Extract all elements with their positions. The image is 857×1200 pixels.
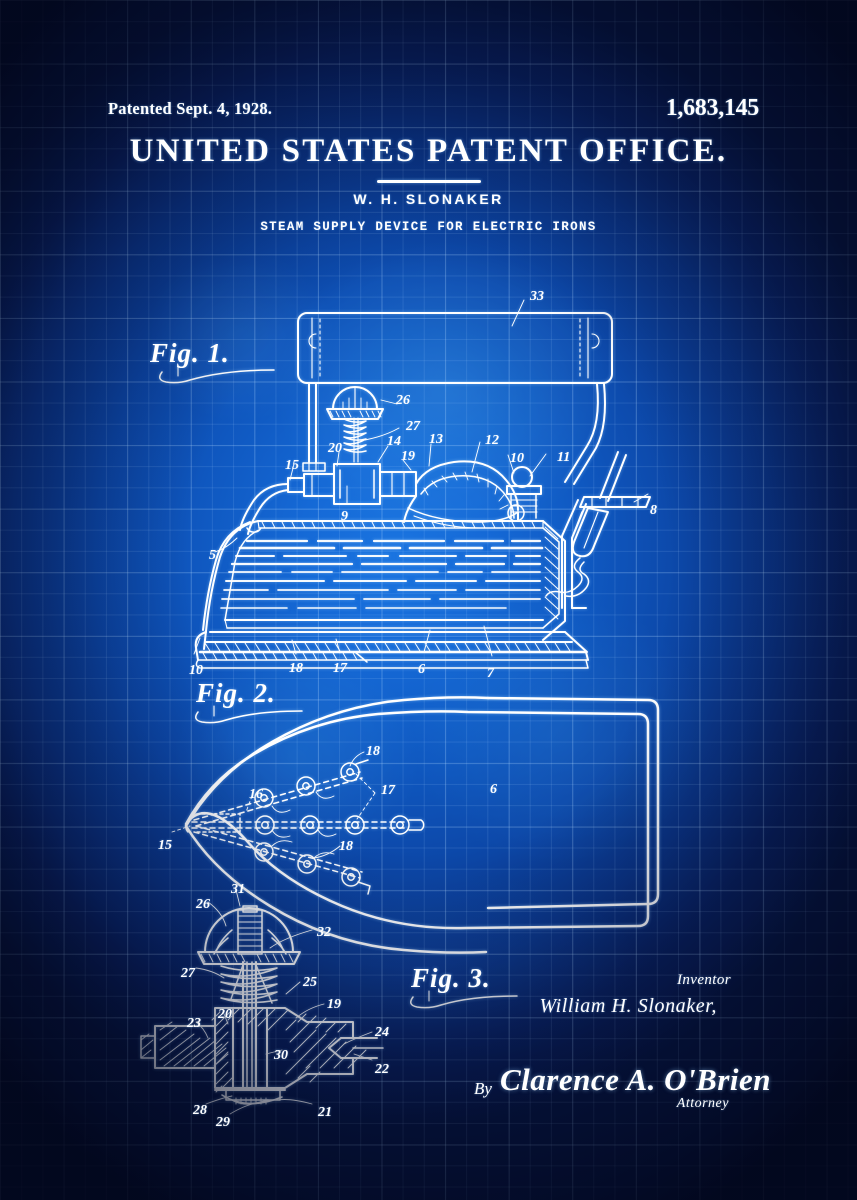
callout-number: 14: [387, 434, 401, 449]
callout-number: 24: [375, 1025, 389, 1040]
callout-number: 27: [181, 966, 195, 981]
title-divider: [376, 180, 481, 183]
callout-number: 26: [196, 897, 210, 912]
callout-number: 8: [650, 503, 657, 518]
callout-number: 15: [285, 458, 299, 473]
callout-number: 17: [381, 783, 395, 798]
callout-number: 27: [406, 419, 420, 434]
callout-number: 9: [341, 509, 348, 524]
callout-number: 5: [209, 548, 216, 563]
callout-number: 18: [289, 661, 303, 676]
callout-number: 26: [396, 393, 410, 408]
attorney-signature: Clarence A. O'Brien: [500, 1062, 772, 1097]
callout-number: 15: [158, 838, 172, 853]
callout-number: 7: [487, 666, 494, 681]
figure-2-label: Fig. 2.: [196, 678, 276, 708]
callout-number: 21: [318, 1105, 332, 1120]
callout-number: 18: [366, 744, 380, 759]
page-title: UNITED STATES PATENT OFFICE.: [129, 133, 728, 169]
callout-number: 33: [530, 289, 544, 304]
callout-number: 23: [187, 1016, 201, 1031]
callout-number: 20: [328, 441, 342, 456]
figure-1-label: Fig. 1.: [150, 338, 230, 368]
inventor-label: Inventor: [676, 972, 731, 988]
callout-number: 28: [193, 1103, 207, 1118]
invention-title: STEAM SUPPLY DEVICE FOR ELECTRIC IRONS: [260, 220, 597, 234]
callout-number: 17: [333, 661, 347, 676]
callout-number: 10: [510, 451, 524, 466]
callout-number: 22: [375, 1062, 389, 1077]
callout-number: 32: [317, 925, 331, 940]
callout-number: 10: [189, 663, 203, 678]
by-label: By: [474, 1079, 492, 1098]
callout-number: 25: [303, 975, 317, 990]
callout-number: 6: [418, 662, 425, 677]
callout-number: 16: [249, 787, 263, 802]
callout-number: 20: [218, 1007, 232, 1022]
callout-number: 19: [401, 449, 415, 464]
callout-number: 19: [327, 997, 341, 1012]
callout-number: 30: [274, 1048, 288, 1063]
callout-number: 29: [216, 1115, 230, 1130]
inventor-signature: William H. Slonaker,: [539, 995, 717, 1017]
patent-date: Patented Sept. 4, 1928.: [108, 99, 273, 118]
patent-number: 1,683,145: [665, 95, 760, 121]
callout-number: 31: [231, 882, 245, 897]
inventor-initials: W. H. SLONAKER: [353, 191, 504, 207]
figure-3-label: Fig. 3.: [411, 963, 491, 993]
callout-number: 11: [557, 450, 571, 465]
callout-number: 6: [490, 782, 497, 797]
callout-number: 18: [339, 839, 353, 854]
callout-number: 12: [485, 433, 499, 448]
attorney-label: Attorney: [676, 1096, 729, 1111]
callout-number: 13: [429, 432, 443, 447]
